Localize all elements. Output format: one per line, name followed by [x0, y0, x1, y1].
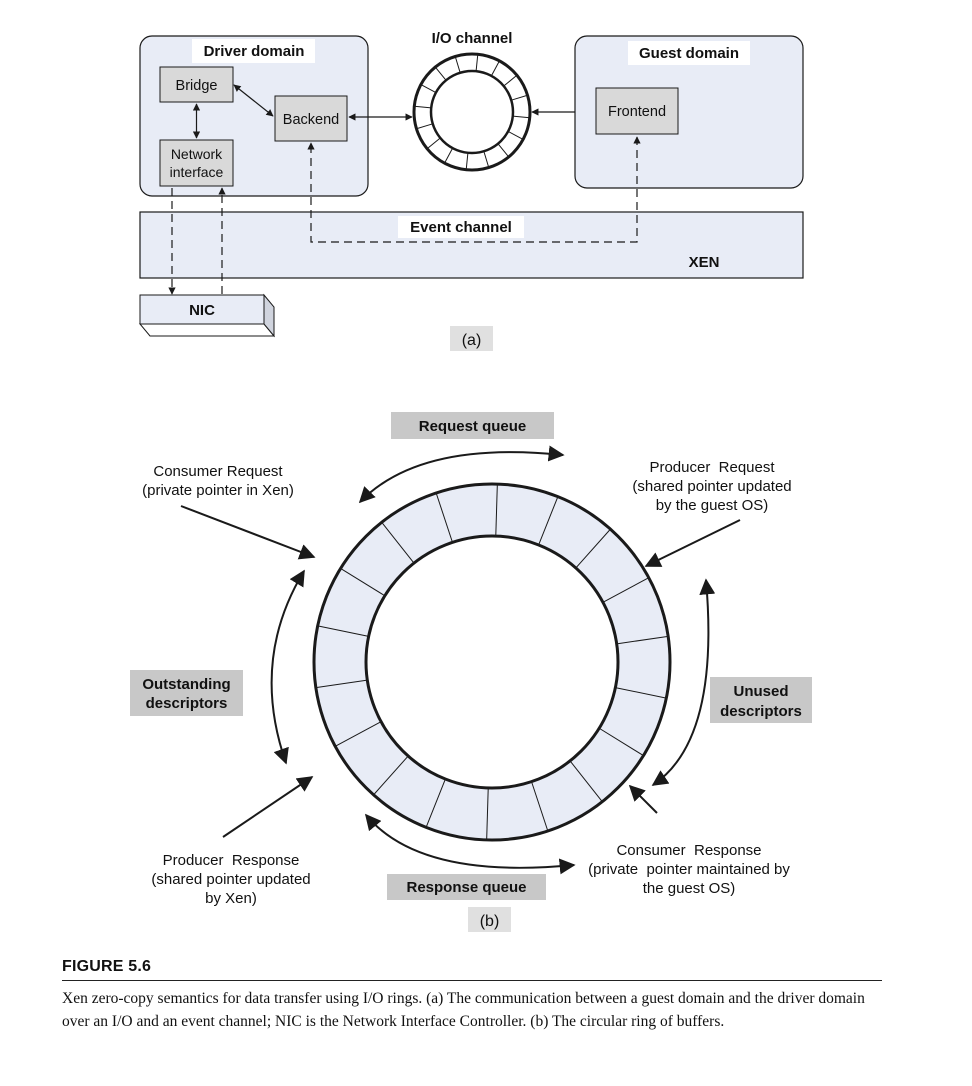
figure-caption-text: Xen zero-copy semantics for data transfe…	[62, 990, 865, 1030]
io-ring-divider	[511, 94, 528, 101]
backend-label: Backend	[283, 112, 339, 128]
io-ring-divider	[465, 152, 469, 170]
frontend-box	[595, 87, 679, 135]
xen-label: XEN	[689, 254, 720, 271]
guest-domain-title: Guest domain	[639, 45, 739, 62]
guest-domain-title-bg	[628, 41, 750, 65]
consumer-request-line2: (private pointer in Xen)	[142, 482, 294, 499]
outstanding-descriptors-line1: Outstanding	[142, 676, 230, 693]
figure-caption: FIGURE 5.6 Xen zero-copy semantics for d…	[62, 958, 882, 1033]
network-interface-label-line2: interface	[170, 164, 224, 180]
arrow-request-queue-curve	[358, 445, 565, 504]
io-channel-title: I/O channel	[432, 30, 513, 47]
buffer-ring-divider	[602, 577, 649, 603]
producer-response-line1: Producer Response	[163, 852, 300, 869]
bridge-box	[159, 66, 234, 103]
nic-label: NIC	[189, 302, 215, 319]
io-ring-divider	[454, 56, 461, 73]
io-ring-divider	[416, 123, 433, 130]
consumer-request-line1: Consumer Request	[153, 463, 283, 480]
io-ring-divider	[512, 115, 530, 119]
event-channel-title: Event channel	[410, 219, 512, 236]
buffer-ring-divider	[373, 755, 409, 796]
consumer-response-line3: the guest OS)	[643, 880, 736, 897]
buffer-ring-divider	[315, 679, 368, 689]
io-ring-divider	[414, 105, 432, 109]
buffer-ring	[312, 482, 672, 842]
buffer-ring-divider	[381, 521, 415, 564]
response-queue-label: Response queue	[406, 879, 526, 896]
outstanding-descriptors-line2: descriptors	[146, 695, 228, 712]
network-interface-box	[159, 139, 234, 187]
bridge-label: Bridge	[176, 78, 218, 94]
event-channel-title-bg	[398, 216, 524, 238]
buffer-ring-divider	[335, 721, 382, 747]
part-b-label-bg	[468, 907, 511, 932]
arrow-outstanding-curve	[270, 569, 305, 765]
pointer-producer-request	[644, 519, 741, 567]
buffer-ring-divider	[598, 727, 644, 757]
producer-request-line3: by the guest OS)	[656, 497, 769, 514]
request-queue-label: Request queue	[419, 418, 527, 435]
producer-response-line2: (shared pointer updated	[151, 871, 310, 888]
buffer-ring-divider	[340, 567, 386, 597]
unused-descriptors-line1: Unused	[733, 683, 788, 700]
part-b-label: (b)	[480, 913, 500, 930]
event-channel-path	[307, 136, 641, 243]
io-ring-divider	[503, 74, 518, 87]
network-interface-label-line1: Network	[171, 146, 223, 162]
backend-box	[274, 95, 348, 142]
pointer-consumer-response	[628, 784, 658, 814]
pointer-consumer-request	[180, 505, 316, 560]
consumer-response-line1: Consumer Response	[616, 842, 761, 859]
io-ring-divider	[434, 66, 447, 81]
io-channel-ring	[412, 52, 532, 172]
io-ring-divider	[483, 151, 490, 168]
outstanding-descriptors-tag	[130, 670, 243, 716]
producer-request-line2: (shared pointer updated	[632, 478, 791, 495]
buffer-ring-divider	[538, 496, 559, 546]
buffer-ring-divider	[317, 625, 369, 637]
io-ring-divider	[490, 60, 500, 77]
driver-domain-title-bg	[192, 39, 315, 63]
figure-number: FIGURE 5.6	[62, 958, 882, 981]
diagram-canvas: XEN Driver domain Bridge Network interfa…	[130, 30, 812, 932]
buffer-ring-divider	[575, 528, 611, 569]
io-ring-divider	[420, 84, 437, 94]
pointer-producer-response	[222, 776, 314, 838]
driver-domain-title: Driver domain	[204, 43, 305, 60]
part-a-label: (a)	[462, 332, 482, 349]
arrow-unused-curve	[651, 578, 716, 786]
io-ring-divider	[444, 147, 454, 164]
io-ring-divider	[475, 54, 479, 72]
guest-domain-box	[574, 35, 804, 189]
unused-descriptors-line2: descriptors	[720, 703, 802, 720]
response-queue-tag	[387, 874, 546, 900]
part-a-label-bg	[450, 326, 493, 351]
arrow-response-queue-curve	[364, 813, 576, 875]
arrow-bridge-backend	[233, 84, 274, 117]
request-queue-tag	[391, 412, 554, 439]
consumer-response-line2: (private pointer maintained by	[588, 861, 790, 878]
unused-descriptors-tag	[710, 677, 812, 723]
buffer-ring-divider	[569, 760, 603, 803]
producer-request-line1: Producer Request	[649, 459, 775, 476]
nic-device	[138, 293, 276, 338]
frontend-label: Frontend	[608, 104, 666, 120]
producer-response-line3: by Xen)	[205, 890, 257, 907]
